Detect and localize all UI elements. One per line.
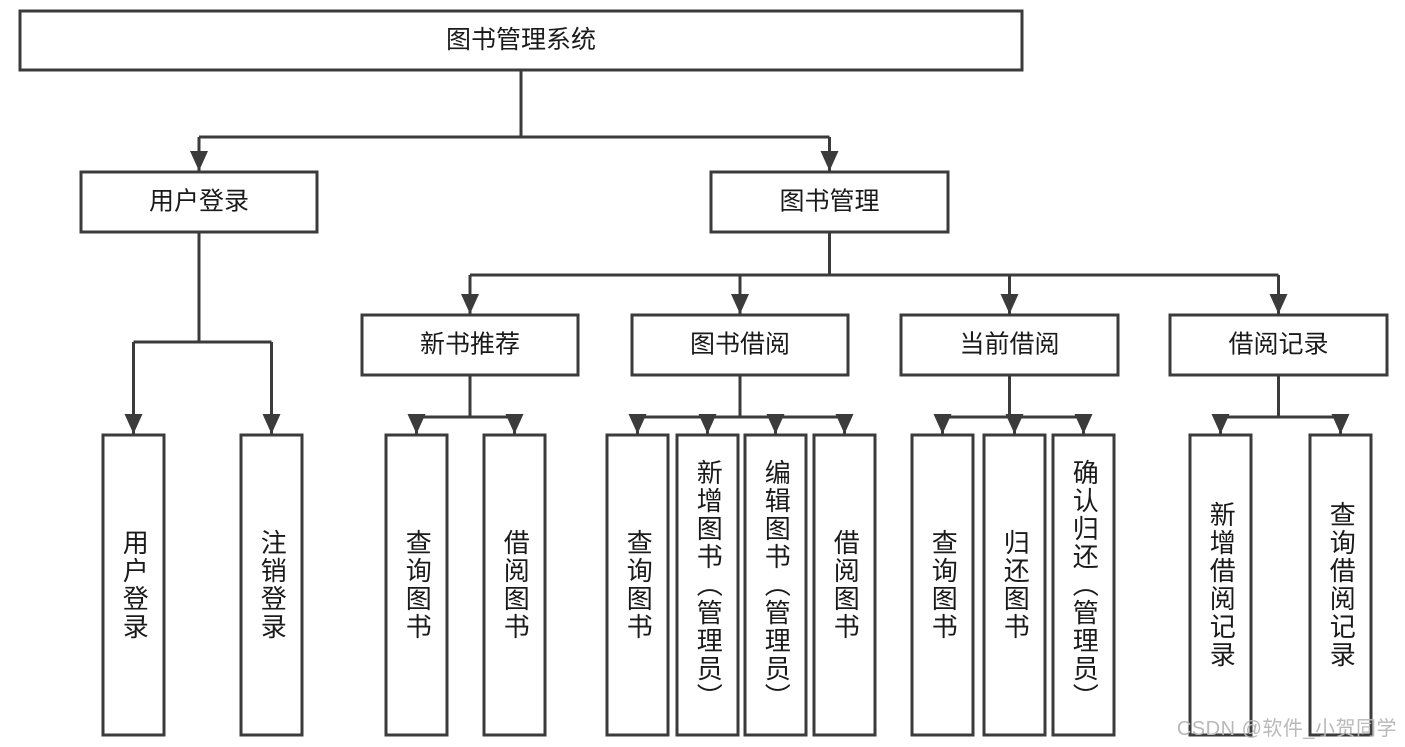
arrowhead-icon: [698, 414, 717, 434]
node-leaf-edit-book[interactable]: [743, 433, 808, 737]
node-box: [630, 313, 850, 377]
node-label-root: 图书管理系统: [446, 26, 596, 54]
node-leaf-query-book-2[interactable]: [605, 433, 670, 737]
node-box: [812, 433, 877, 737]
node-box: [675, 433, 740, 737]
node-box: [101, 433, 166, 737]
arrowhead-icon: [1000, 294, 1019, 314]
node-box: [79, 170, 319, 234]
node-label-book-manage: 图书管理: [779, 188, 879, 216]
arrowhead-icon: [407, 414, 426, 434]
node-box: [605, 433, 670, 737]
node-box: [743, 433, 808, 737]
node-leaf-user-logout[interactable]: [239, 433, 304, 737]
nodes-layer: [18, 9, 1389, 737]
watermark-text: CSDN @软件_小贺同学: [1176, 718, 1397, 740]
arrowhead-icon: [933, 414, 952, 434]
node-leaf-query-record[interactable]: [1308, 433, 1373, 737]
arrowhead-icon: [1211, 414, 1230, 434]
node-box: [910, 433, 975, 737]
node-box: [1168, 313, 1389, 377]
node-label-borrow-record: 借阅记录: [1228, 331, 1328, 359]
node-box: [1188, 433, 1253, 737]
arrowhead-icon: [1331, 414, 1350, 434]
arrowhead-icon: [628, 414, 647, 434]
node-root[interactable]: [18, 9, 1024, 72]
node-box: [482, 433, 547, 737]
node-box: [239, 433, 304, 737]
node-book-borrow[interactable]: [630, 313, 850, 377]
node-user-login[interactable]: [79, 170, 319, 234]
arrowhead-icon: [461, 294, 479, 314]
node-box: [1308, 433, 1373, 737]
node-box: [899, 313, 1120, 377]
node-label-new-book-recommend: 新书推荐: [420, 331, 520, 359]
node-current-borrow[interactable]: [899, 313, 1120, 377]
arrowhead-icon: [190, 151, 208, 171]
arrowhead-icon: [731, 294, 749, 314]
node-label-user-login: 用户登录: [149, 188, 249, 216]
arrowhead-icon: [820, 151, 839, 171]
arrowhead-icon: [505, 414, 524, 434]
node-box: [384, 433, 449, 737]
node-leaf-return-book[interactable]: [982, 433, 1047, 737]
node-leaf-user-login[interactable]: [101, 433, 166, 737]
node-label-book-borrow: 图书借阅: [690, 331, 790, 359]
node-box: [709, 170, 950, 234]
node-box: [1051, 433, 1116, 737]
node-borrow-record[interactable]: [1168, 313, 1389, 377]
node-new-book-recommend[interactable]: [360, 313, 580, 377]
arrowhead-icon: [766, 414, 785, 434]
arrowhead-icon: [835, 414, 854, 434]
arrowhead-icon: [1269, 294, 1288, 314]
node-book-manage[interactable]: [709, 170, 950, 234]
node-leaf-borrow-book-2[interactable]: [812, 433, 877, 737]
node-leaf-confirm-return[interactable]: [1051, 433, 1116, 737]
arrowhead-icon: [1005, 414, 1024, 434]
node-leaf-add-record[interactable]: [1188, 433, 1253, 737]
arrowhead-icon: [1074, 414, 1093, 434]
arrowhead-icon: [124, 414, 143, 434]
node-leaf-borrow-book-1[interactable]: [482, 433, 547, 737]
node-leaf-add-book[interactable]: [675, 433, 740, 737]
node-label-current-borrow: 当前借阅: [959, 331, 1059, 359]
node-box: [360, 313, 580, 377]
node-box: [18, 9, 1024, 72]
node-leaf-query-book-1[interactable]: [384, 433, 449, 737]
node-leaf-query-book-3[interactable]: [910, 433, 975, 737]
edges-layer: [124, 70, 1350, 434]
arrowhead-icon: [262, 414, 281, 434]
node-box: [982, 433, 1047, 737]
